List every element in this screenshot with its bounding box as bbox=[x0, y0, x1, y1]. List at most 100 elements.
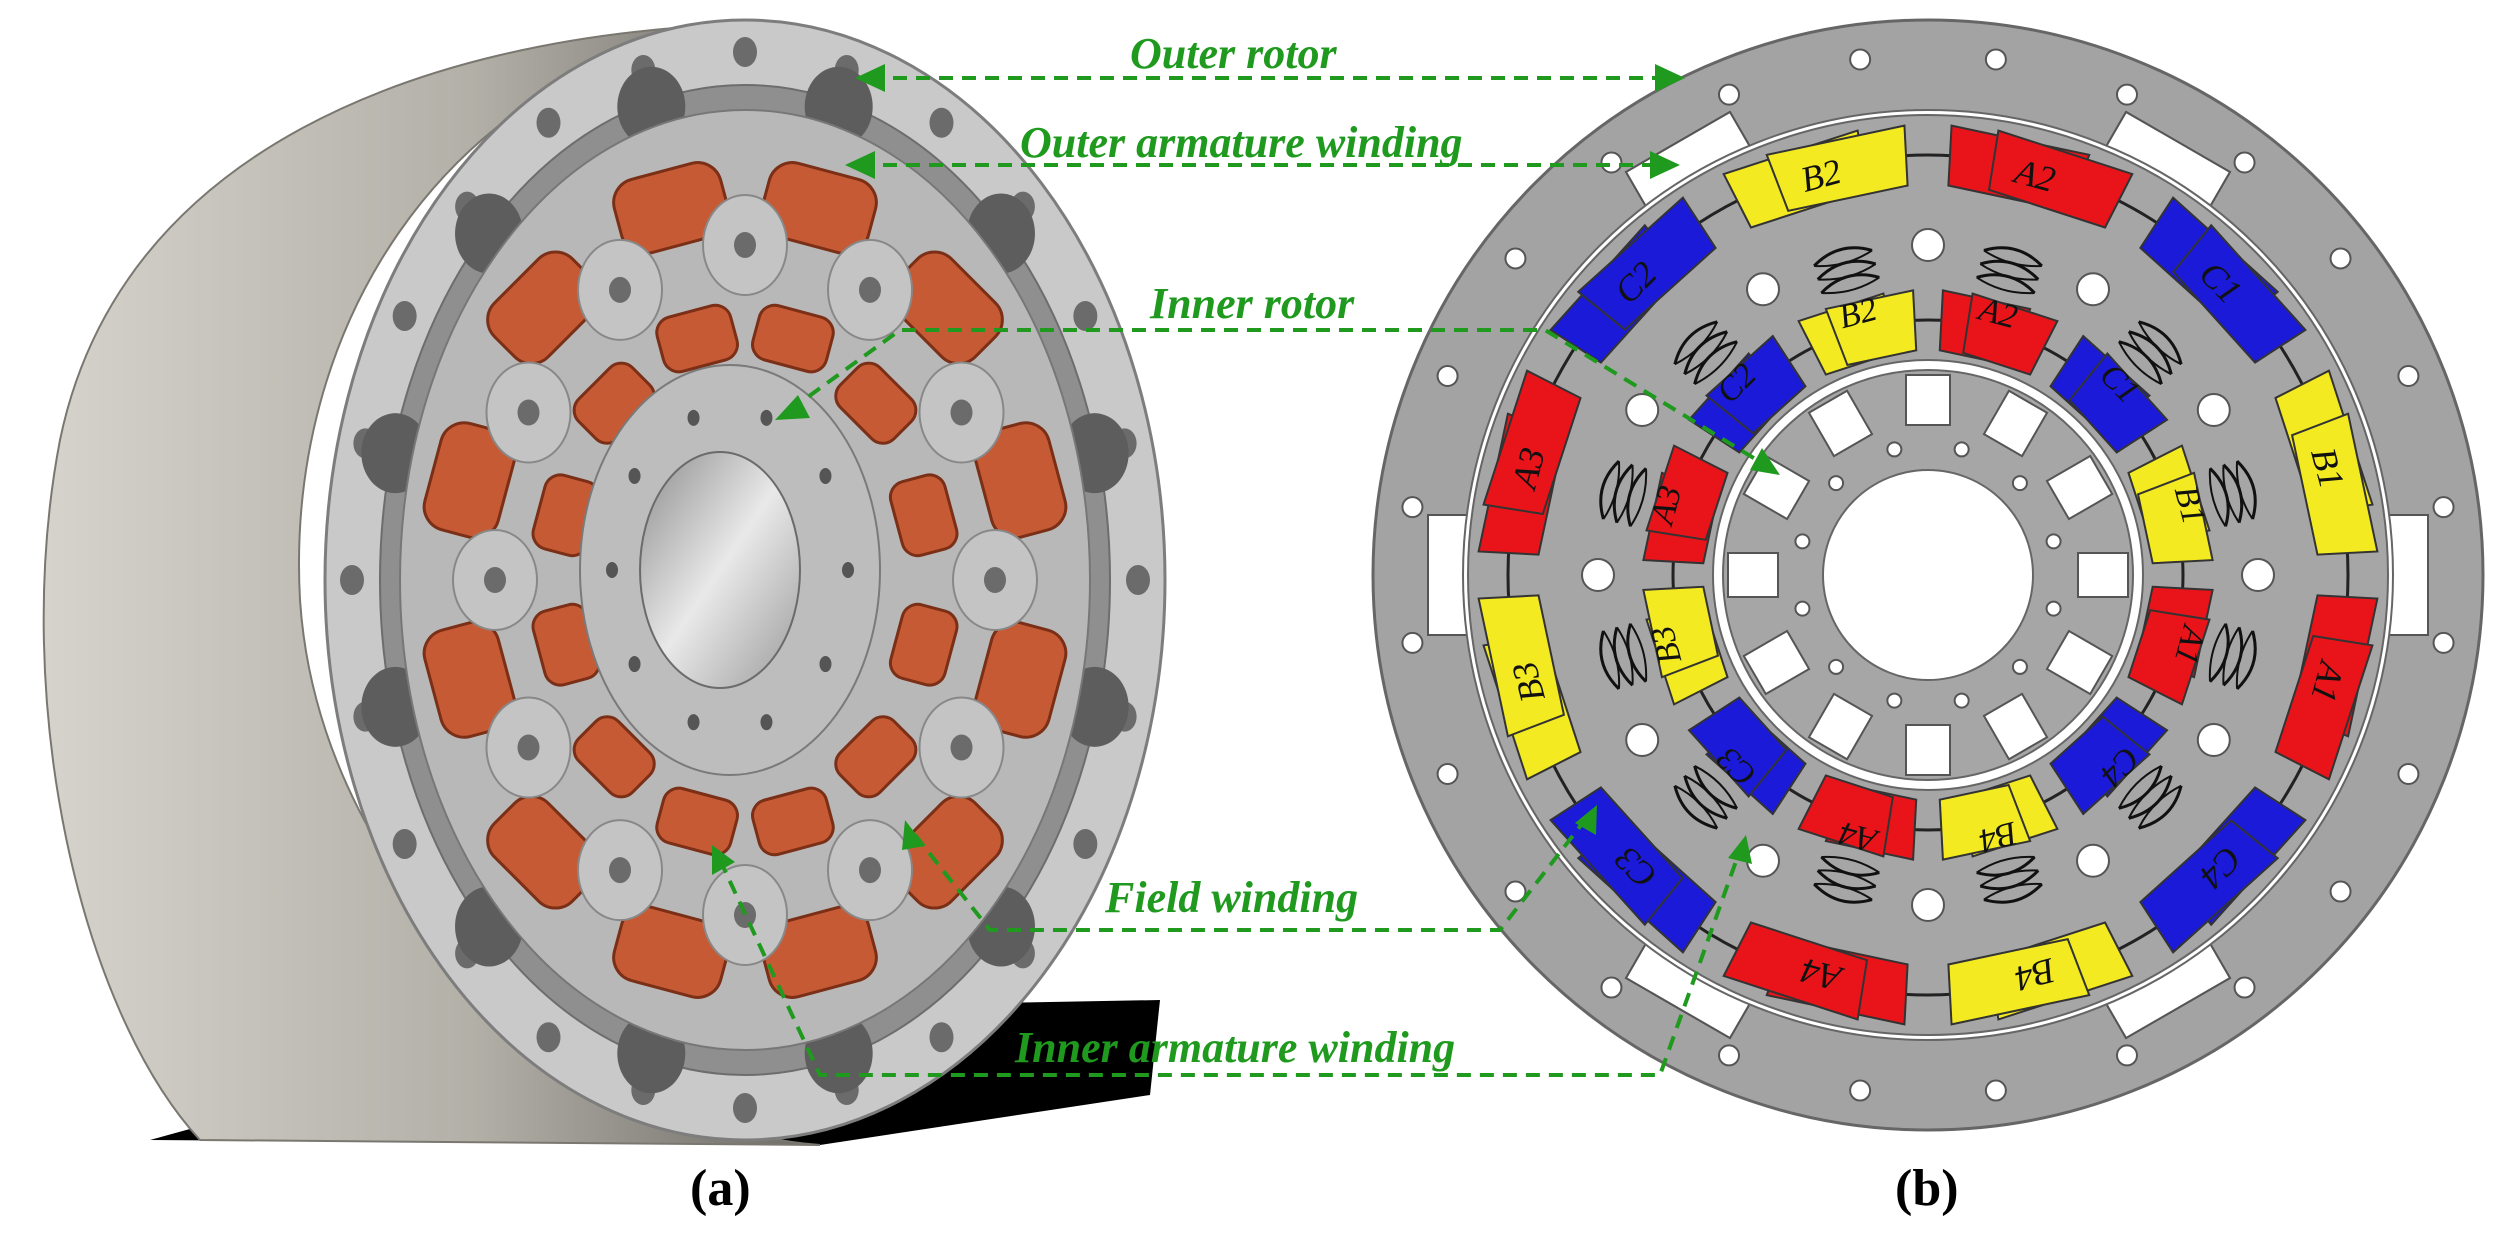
field-coil-turn bbox=[1694, 341, 1738, 385]
arrowhead bbox=[902, 820, 925, 850]
field-coil bbox=[1976, 246, 2043, 295]
arrowhead bbox=[1728, 835, 1752, 864]
coil-side bbox=[1482, 369, 1582, 516]
field-coil-turn bbox=[1813, 246, 1873, 267]
bolt-hole bbox=[1401, 631, 1424, 654]
shaft-hole bbox=[1822, 469, 2034, 681]
field-coil-turn bbox=[1983, 246, 2043, 267]
inner-rotor-hole bbox=[1886, 441, 1903, 458]
inner-rotor-hole bbox=[1886, 692, 1903, 709]
arrow-inner-armature bbox=[718, 849, 1742, 1077]
stator-hole bbox=[1746, 272, 1780, 307]
field-coil-turn bbox=[1684, 331, 1729, 376]
bolt-hole bbox=[1126, 565, 1150, 595]
field-coil-turn bbox=[1694, 765, 1738, 809]
stator-hole bbox=[2076, 843, 2110, 878]
bolt-hole bbox=[1984, 1079, 2007, 1102]
inner-rotor-hole bbox=[2045, 600, 2062, 617]
bolt-hole bbox=[392, 829, 417, 859]
inner-coil-3d bbox=[751, 303, 835, 374]
bolt-hole bbox=[2115, 1044, 2138, 1067]
tooth-hole bbox=[734, 902, 756, 928]
field-coil-turn bbox=[2137, 784, 2182, 829]
bolt-hole bbox=[2329, 880, 2352, 903]
inner-rotor-slot bbox=[1727, 552, 1779, 598]
inner-rotor-slot bbox=[1905, 724, 1951, 776]
arrowhead bbox=[1750, 448, 1780, 475]
field-coil-turn bbox=[1599, 460, 1620, 520]
coil-side bbox=[1765, 124, 1909, 213]
bolt-hole bbox=[1504, 247, 1527, 270]
inner-coil-3d bbox=[655, 303, 739, 374]
bolt-hole bbox=[340, 565, 364, 595]
inner-coil-3d bbox=[834, 361, 918, 445]
field-coil-turn bbox=[2118, 765, 2162, 809]
field-coil-turn bbox=[1979, 263, 2039, 281]
arrow-inner-rotor bbox=[788, 328, 1767, 467]
field-coil-turn bbox=[1599, 630, 1620, 690]
inner-rotor-holes bbox=[1794, 441, 2062, 709]
panel-label-b: (b) bbox=[1895, 1160, 1959, 1217]
stator-hole bbox=[1625, 393, 1660, 427]
panel-label-a: (a) bbox=[690, 1160, 751, 1217]
coil-side bbox=[2136, 471, 2214, 565]
field-windings bbox=[1599, 246, 2257, 904]
coil-side bbox=[1704, 334, 1807, 435]
bolt-hole bbox=[733, 37, 757, 67]
coil-side bbox=[1987, 129, 2134, 229]
coil-label: B1 bbox=[2303, 443, 2352, 492]
outer-coil-3d bbox=[612, 904, 731, 999]
field-coil-turn bbox=[2222, 464, 2240, 524]
bolt-hole bbox=[536, 107, 561, 138]
bolt-hole bbox=[2233, 151, 2256, 174]
field-coil bbox=[1813, 246, 1880, 295]
inner-rotor-slot bbox=[1982, 389, 2049, 458]
arrowhead bbox=[1655, 64, 1685, 92]
callout-arrows bbox=[718, 76, 1767, 1077]
inner-rotor-hole bbox=[687, 714, 700, 731]
inner-rotor-slot bbox=[1905, 374, 1951, 426]
tooth-hole bbox=[950, 399, 973, 426]
inner-rotor-hole bbox=[760, 409, 773, 426]
arrow-field-winding bbox=[913, 818, 1587, 932]
callout-field-winding: Field winding bbox=[1104, 873, 1358, 922]
arrowhead bbox=[1575, 805, 1597, 835]
field-coil bbox=[2208, 460, 2257, 527]
bolt-hole bbox=[1436, 762, 1459, 785]
field-coil-turn bbox=[1814, 249, 1873, 268]
field-coil-turn bbox=[2118, 341, 2162, 385]
inner-rotor-hole bbox=[1953, 441, 1970, 458]
stator-hole bbox=[1911, 888, 1945, 922]
field-coil-turn bbox=[1629, 623, 1648, 682]
outer-rotor-slots bbox=[1427, 110, 2429, 1040]
coil-side bbox=[1722, 921, 1869, 1021]
inner-rotor-hole bbox=[842, 562, 854, 578]
arrowhead bbox=[712, 845, 735, 875]
stator-hole bbox=[2196, 723, 2231, 757]
bolt-hole bbox=[1073, 829, 1098, 859]
bolt-hole bbox=[1718, 83, 1741, 106]
tooth-hole bbox=[484, 567, 506, 593]
arrowhead bbox=[775, 395, 810, 420]
inner-rotor-slot bbox=[1742, 629, 1811, 696]
stator-hole bbox=[1746, 843, 1780, 878]
field-coil bbox=[1599, 460, 1648, 527]
outer-coil-3d bbox=[612, 161, 731, 256]
coil-side bbox=[2139, 819, 2280, 954]
field-coil bbox=[1673, 765, 1738, 830]
inner-rotor-holes bbox=[606, 409, 854, 731]
bolt-hole bbox=[2115, 83, 2138, 106]
inner-rotor-hole bbox=[2011, 658, 2028, 675]
stator-hole bbox=[1911, 228, 1945, 262]
inner-rotor-slot bbox=[2045, 629, 2114, 696]
inner-rotor-slot bbox=[2045, 454, 2114, 521]
bolt-hole bbox=[1849, 48, 1872, 71]
coil-side bbox=[1797, 774, 1894, 858]
bolt-hole bbox=[392, 301, 417, 331]
callout-inner-rotor: Inner rotor bbox=[1149, 279, 1355, 328]
field-coil-turn bbox=[2138, 320, 2183, 365]
field-coil-turn bbox=[1616, 626, 1634, 686]
field-coil-turn bbox=[2127, 331, 2172, 376]
